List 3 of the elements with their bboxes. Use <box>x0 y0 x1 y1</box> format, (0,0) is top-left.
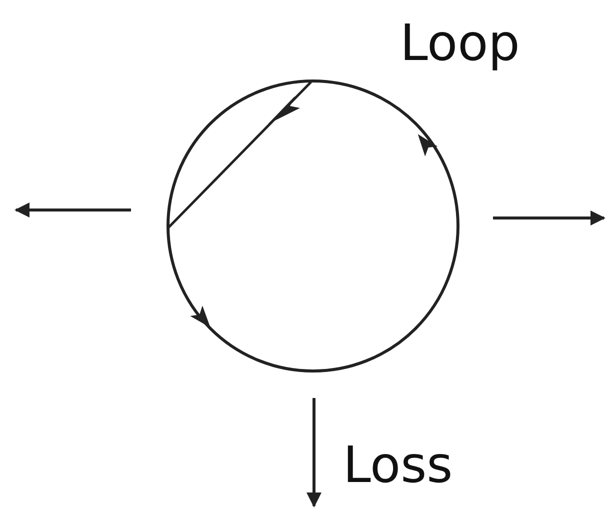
loop-circle <box>166 80 460 372</box>
flow-label: Loss <box>343 440 453 490</box>
node-caption: Loop <box>400 18 520 68</box>
